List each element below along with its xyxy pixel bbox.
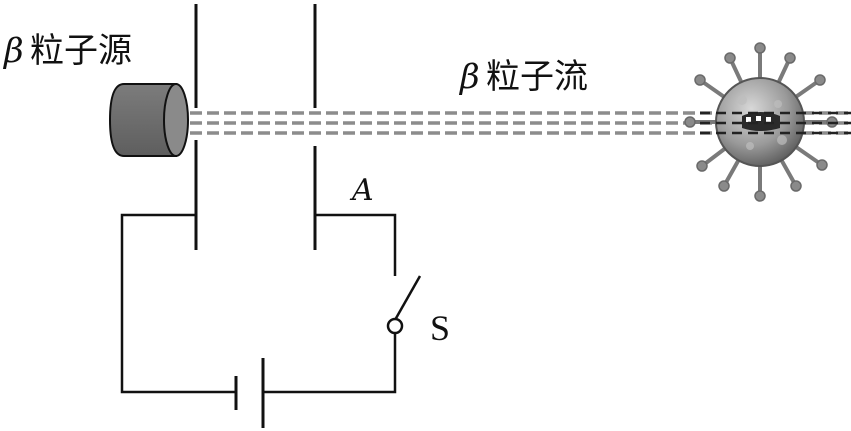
battery-icon	[234, 358, 265, 428]
switch-icon[interactable]	[386, 275, 422, 335]
switch-label: S	[430, 308, 450, 348]
source-label: β 粒子源	[2, 31, 132, 71]
circuit-wires	[120, 213, 397, 394]
source-beta-symbol: β	[2, 31, 24, 71]
plate-a-label: A	[349, 173, 374, 208]
source-label-text: 粒子源	[30, 31, 132, 71]
stream-label: β 粒子流	[458, 57, 588, 97]
stream-beta-symbol: β	[458, 57, 480, 97]
beam-over-target	[700, 111, 851, 135]
cylinder-source-icon	[108, 83, 189, 157]
stream-label-text: 粒子流	[486, 57, 588, 97]
